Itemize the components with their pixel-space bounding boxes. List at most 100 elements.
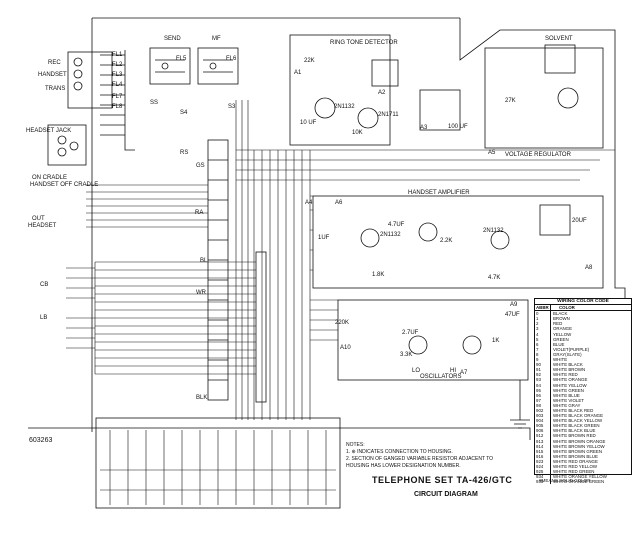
handset-pin	[73, 69, 83, 79]
selector-switch-contacts	[100, 430, 336, 505]
r4-label: 4.7K	[488, 275, 501, 281]
legend-abbr: 913	[535, 438, 551, 444]
c2-label: 100 UF	[448, 124, 468, 130]
solvent-label: SOLVENT	[545, 36, 573, 42]
legend-color: WHITE RED ORANGE	[553, 458, 598, 464]
fl3-label: FL3	[112, 72, 123, 78]
gs-label: GS	[196, 163, 205, 169]
selector-switch-box	[95, 417, 341, 509]
r7-label: 1K	[492, 338, 500, 344]
legend-color: WHITE BLACK ORANGE	[553, 413, 604, 419]
headset-jack-box	[47, 124, 87, 166]
legend-color: WHITE ORANGE	[553, 377, 588, 383]
r3-label: 2.2K	[440, 238, 453, 244]
legend-color: YELLOW	[553, 331, 572, 337]
legend-color: WHITE GREEN	[553, 387, 584, 393]
ring-tone-detector-label: RING TONE DETECTOR	[330, 40, 398, 46]
legend-col-abbr: ABBR	[535, 305, 551, 311]
notes-block: NOTES: 1. ⊕ INDICATES CONNECTION TO HOUS…	[346, 442, 493, 470]
q2-label: 2N1711	[378, 112, 399, 118]
legend-color: WHITE RED	[553, 372, 578, 378]
note-line: HOUSING HAS LOWER DESIGNATION NUMBER.	[346, 463, 461, 469]
legend-abbr: 912	[535, 433, 551, 439]
c6-label: 47UF	[505, 312, 520, 318]
fl8-label: FL8	[112, 104, 123, 110]
handset-jack-box	[67, 51, 113, 109]
legend-abbr: 7	[535, 346, 551, 352]
ra-label: RA	[195, 210, 204, 216]
a9-label: A9	[510, 302, 518, 308]
transformer-t1	[371, 59, 399, 87]
lb-label: LB	[40, 315, 48, 321]
legend-color: WHITE BROWN ORANGE	[553, 438, 606, 444]
legend-abbr: 934	[535, 474, 551, 480]
diagram-subtitle: CIRCUIT DIAGRAM	[414, 491, 478, 498]
transformer-t3	[539, 204, 571, 236]
r2-label: 10K	[352, 130, 363, 136]
legend-abbr: 923	[535, 458, 551, 464]
r6-label: 220K	[335, 320, 350, 326]
s4-label: S4	[180, 110, 188, 116]
headset-pin	[57, 147, 67, 157]
fl6-label: FL6	[226, 56, 237, 62]
legend-abbr: 916	[535, 453, 551, 459]
bottom-bus-line	[28, 427, 531, 440]
legend-color: WHITE BLACK BLUE	[553, 428, 596, 434]
legend-footnote: #MEANS SOLID COLOR	[539, 477, 591, 483]
legend-abbr: 2	[535, 321, 551, 327]
a6-label: A6	[335, 200, 343, 206]
legend-color: WHITE BROWN BLUE	[553, 453, 598, 459]
a7-label: A7	[460, 370, 468, 376]
legend-color: WHITE BLACK	[553, 362, 583, 368]
transistor-q5	[557, 87, 579, 109]
legend-abbr: 1	[535, 316, 551, 322]
terminal-strip-2	[255, 251, 267, 403]
legend-color: WHITE BLACK GREEN	[553, 423, 600, 429]
legend-abbr: 94	[535, 382, 551, 388]
a8-label: A8	[585, 265, 593, 271]
legend-col-color: COLOR	[559, 305, 575, 311]
handset-off-cradle-label: HANDSET OFF CRADLE	[30, 182, 99, 188]
legend-color: WHITE BLUE	[553, 392, 580, 398]
legend-abbr: 95	[535, 387, 551, 393]
legend-abbr: 924	[535, 464, 551, 470]
trans-label: TRANS	[45, 86, 66, 92]
a10-label: A10	[340, 345, 351, 351]
legend-abbr: 914	[535, 443, 551, 449]
ring-tone-detector-box	[289, 34, 391, 146]
legend-color: ORANGE	[553, 326, 573, 332]
legend-color: WHITE RED YELLOW	[553, 464, 598, 469]
fl5-label: FL5	[176, 56, 187, 62]
legend-abbr: 98	[535, 402, 551, 408]
s3-label: S3	[228, 104, 236, 110]
fl4-label: FL4	[112, 82, 123, 88]
legend-abbr: 935	[535, 479, 551, 485]
legend-color: WHITE GRAY	[553, 402, 581, 408]
transistor-q1	[314, 97, 336, 119]
ground-symbol	[510, 380, 530, 429]
legend-color: WHITE BROWN GREEN	[553, 448, 603, 454]
fl1-label: FL1	[112, 52, 123, 58]
r5-label: 1.8K	[372, 272, 385, 278]
legend-color: WHITE ORANGE YELLOW	[553, 474, 607, 480]
handset-label: HANDSET	[38, 72, 67, 78]
c1-label: 10 UF	[300, 120, 317, 126]
